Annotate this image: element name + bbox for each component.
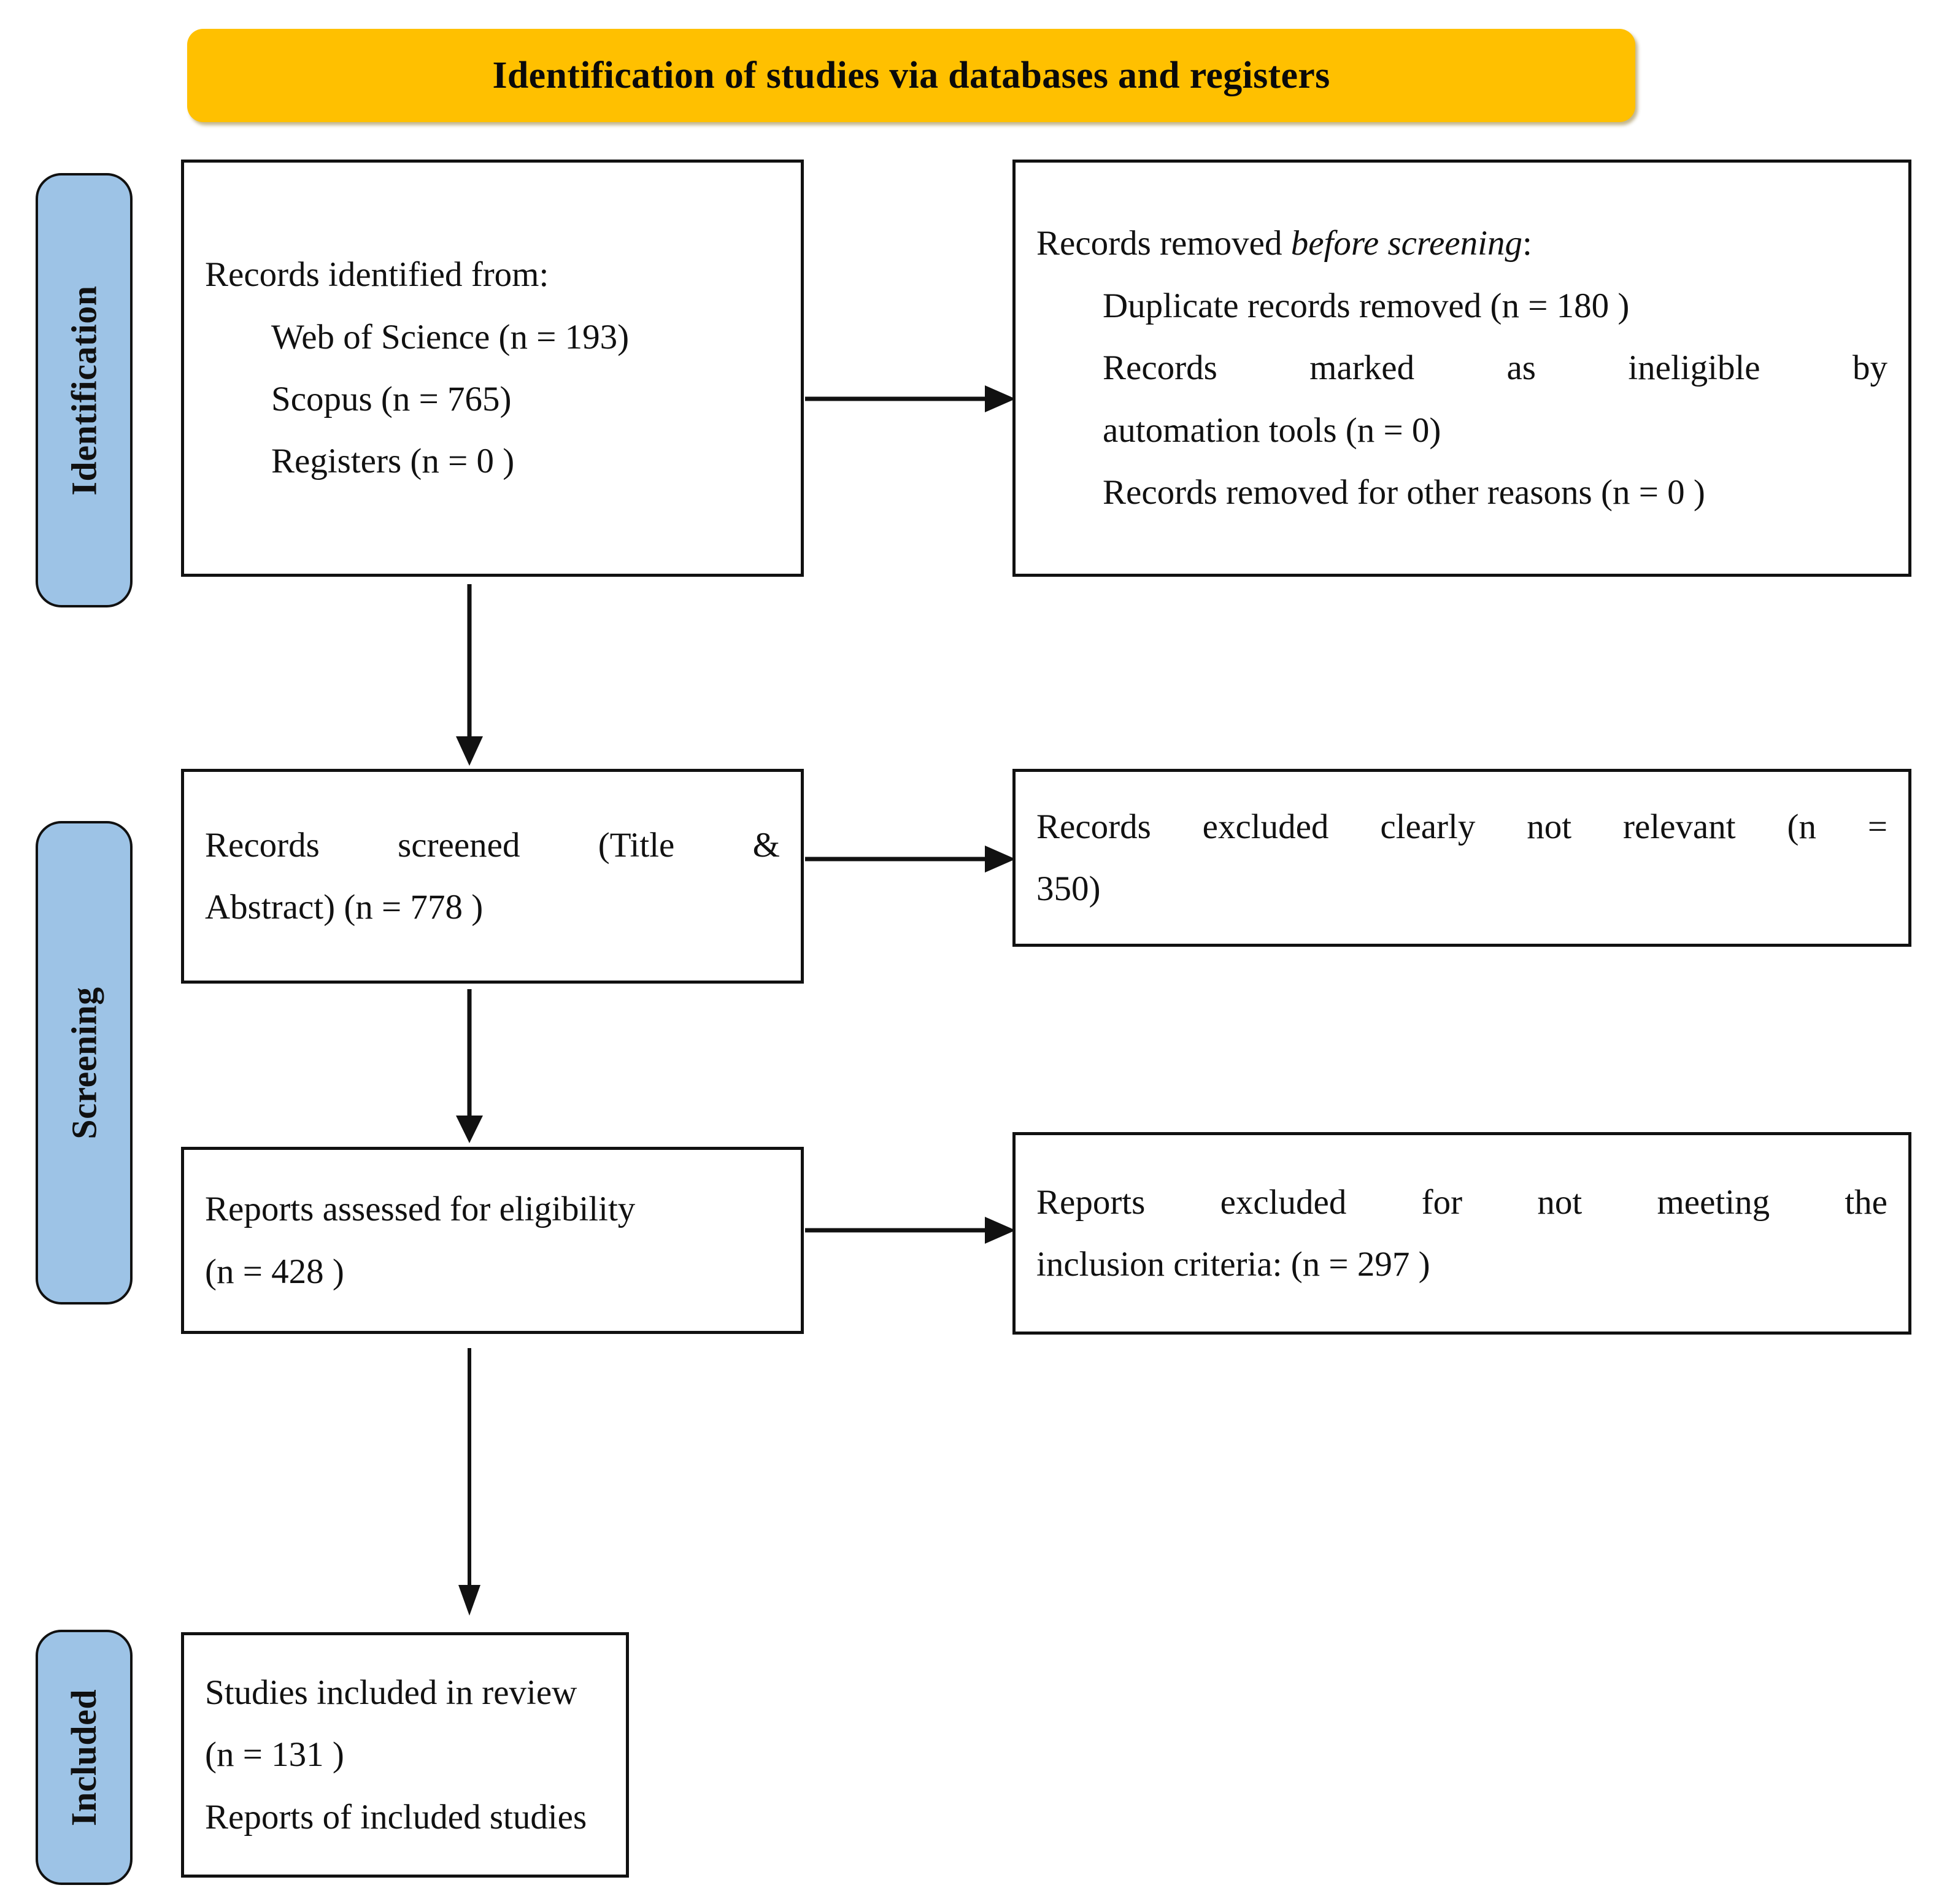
arrow-screened-to-eligibility-icon	[451, 988, 488, 1144]
phase-tab-identification: Identification	[36, 173, 133, 607]
banner-title: Identification of studies via databases …	[492, 54, 1330, 96]
box-records-identified-body: Records identified from: Web of Science …	[184, 244, 801, 493]
box-records-screened: Records screened (Title & Abstract) (n =…	[181, 769, 804, 984]
text-line: Reports assessed for eligibility	[205, 1190, 636, 1229]
phase-tab-screening-label: Screening	[64, 986, 104, 1139]
arrow-screened-to-excluded-icon	[804, 841, 1016, 877]
box-reports-assessed-eligibility-body: Reports assessed for eligibility (n = 42…	[184, 1178, 801, 1303]
arrow-eligibility-to-not-meeting-icon	[804, 1212, 1016, 1249]
box-records-removed-before-screening: Records removed before screening: Duplic…	[1012, 160, 1911, 577]
box-records-excluded-body: Records excluded clearly not relevant (n…	[1016, 796, 1908, 920]
text-line: Reports of included studies	[205, 1797, 587, 1837]
phase-tab-identification-label: Identification	[64, 285, 104, 496]
text-line: Duplicate records removed (n = 180 )	[1103, 286, 1630, 325]
text-line: Reports excluded for not meeting the	[1036, 1182, 1887, 1222]
phase-tab-included: Included	[36, 1630, 133, 1885]
lead-prefix: Records removed	[1036, 224, 1291, 263]
arrow-eligibility-to-included-icon	[451, 1347, 488, 1617]
box-reports-excluded-body: Reports excluded for not meeting the inc…	[1016, 1171, 1908, 1296]
text-line: Records excluded clearly not relevant (n…	[1036, 807, 1887, 846]
box-records-removed-body: Records removed before screening: Duplic…	[1016, 212, 1908, 523]
lead-suffix: :	[1522, 224, 1532, 263]
text-line: Studies included in review	[205, 1673, 577, 1712]
box-records-identified: Records identified from: Web of Science …	[181, 160, 804, 577]
phase-tab-included-label: Included	[64, 1689, 104, 1826]
text-line: Web of Science (n = 193)	[271, 317, 630, 357]
text-line-removed-lead: Records removed before screening:	[1036, 212, 1887, 274]
text-line: automation tools (n = 0)	[1103, 410, 1441, 450]
phase-tab-screening: Screening	[36, 821, 133, 1305]
arrow-identified-to-screened-icon	[451, 583, 488, 767]
box-reports-excluded-not-meeting-criteria: Reports excluded for not meeting the inc…	[1012, 1132, 1911, 1335]
box-records-screened-body: Records screened (Title & Abstract) (n =…	[184, 814, 801, 939]
text-line: Registers (n = 0 )	[271, 442, 515, 481]
text-line: inclusion criteria: (n = 297 )	[1036, 1245, 1430, 1284]
text-line: Records removed for other reasons (n = 0…	[1103, 473, 1705, 512]
box-studies-included-in-review: Studies included in review (n = 131 ) Re…	[181, 1632, 629, 1878]
text-line: Records marked as ineligible by	[1103, 349, 1887, 388]
text-line: Records identified from:	[205, 255, 549, 295]
text-line: Scopus (n = 765)	[271, 380, 512, 418]
text-line: Abstract) (n = 778 )	[205, 888, 484, 927]
banner-identification-header: Identification of studies via databases …	[187, 29, 1635, 122]
box-studies-included-body: Studies included in review (n = 131 ) Re…	[184, 1662, 626, 1848]
text-line: 350)	[1036, 869, 1101, 908]
lead-italic: before screening	[1290, 224, 1522, 263]
text-line: Records screened (Title &	[205, 825, 780, 865]
arrow-identified-to-removed-icon	[804, 380, 1016, 417]
text-line: (n = 131 )	[205, 1735, 344, 1775]
box-reports-assessed-eligibility: Reports assessed for eligibility (n = 42…	[181, 1147, 804, 1334]
box-records-excluded: Records excluded clearly not relevant (n…	[1012, 769, 1911, 947]
text-line: (n = 428 )	[205, 1252, 344, 1291]
